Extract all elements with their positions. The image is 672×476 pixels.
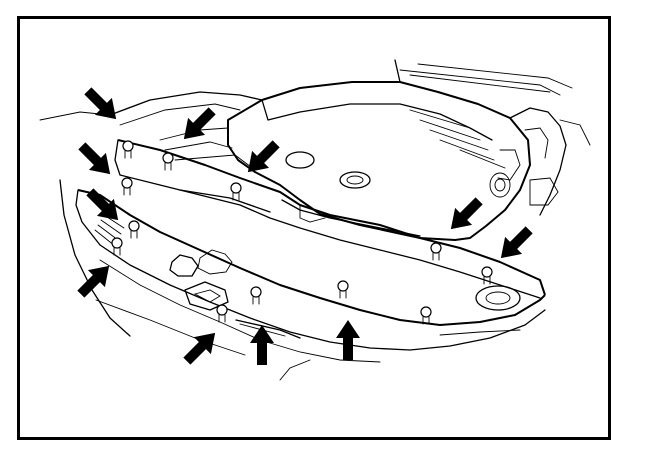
clip bbox=[420, 306, 432, 325]
arrow-indicator bbox=[84, 87, 117, 120]
clip bbox=[111, 237, 123, 256]
arrow-indicator bbox=[250, 325, 274, 365]
arrow-indicator bbox=[450, 197, 483, 230]
arrow-indicator bbox=[500, 226, 533, 259]
indicator-arrows bbox=[77, 87, 533, 365]
arrow-indicator bbox=[78, 142, 111, 175]
clip bbox=[430, 242, 442, 261]
engine-top-cover bbox=[227, 59, 573, 241]
arrow-indicator bbox=[336, 320, 360, 360]
clip bbox=[230, 182, 242, 201]
clip bbox=[481, 266, 493, 285]
clip bbox=[122, 140, 134, 159]
left-side-structure bbox=[109, 91, 263, 171]
clip bbox=[162, 152, 174, 171]
arrow-indicator bbox=[86, 188, 119, 221]
upper-cowl-cover bbox=[114, 139, 546, 299]
arrow-indicator bbox=[77, 265, 110, 298]
clip bbox=[128, 220, 140, 239]
clip bbox=[337, 280, 349, 299]
clip bbox=[121, 177, 133, 196]
arrow-indicator bbox=[183, 332, 216, 365]
radiator-support-cover bbox=[75, 189, 546, 363]
front-bumper-lines bbox=[39, 111, 521, 381]
right-side-components bbox=[489, 107, 591, 216]
clips bbox=[111, 140, 493, 325]
clip bbox=[216, 304, 228, 323]
arrow-indicator bbox=[247, 140, 280, 173]
arrow-indicator bbox=[183, 107, 216, 140]
clip bbox=[250, 286, 262, 305]
